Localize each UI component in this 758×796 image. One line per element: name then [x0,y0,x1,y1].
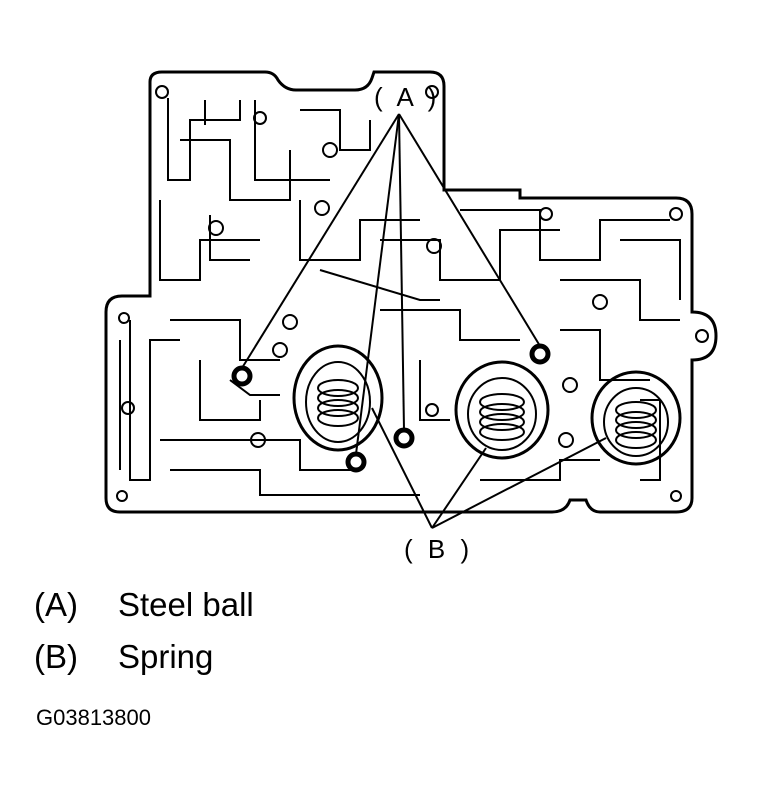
spring-bore-left [292,344,384,452]
spring-bore-right [590,370,682,466]
legend-row-spring: (B) Spring [34,640,213,673]
valve-body-outline [104,70,718,514]
legend-key: (B) [34,638,78,675]
steel-balls [231,343,551,473]
leader-lines-b [371,407,607,529]
legend-row-steel-ball: (A) Steel ball [34,588,254,621]
steel-ball-2 [345,451,367,473]
valve-body-diagram [104,70,718,529]
figure-code: G03813800 [36,705,151,730]
leader-lines-a [241,113,541,455]
callout-label-b: ( B ) [404,534,474,564]
legend-label: Steel ball [118,586,254,623]
valve-body-drawing [104,70,718,529]
steel-ball-4 [529,343,551,365]
callout-label-a: ( A ) [374,82,441,112]
steel-ball-1 [231,365,253,387]
steel-ball-3 [393,427,415,449]
legend-key: (A) [34,586,78,623]
port-holes [116,85,709,502]
spring-bore-middle [454,360,550,460]
legend-label: Spring [118,638,214,675]
passage-lines [119,98,681,496]
